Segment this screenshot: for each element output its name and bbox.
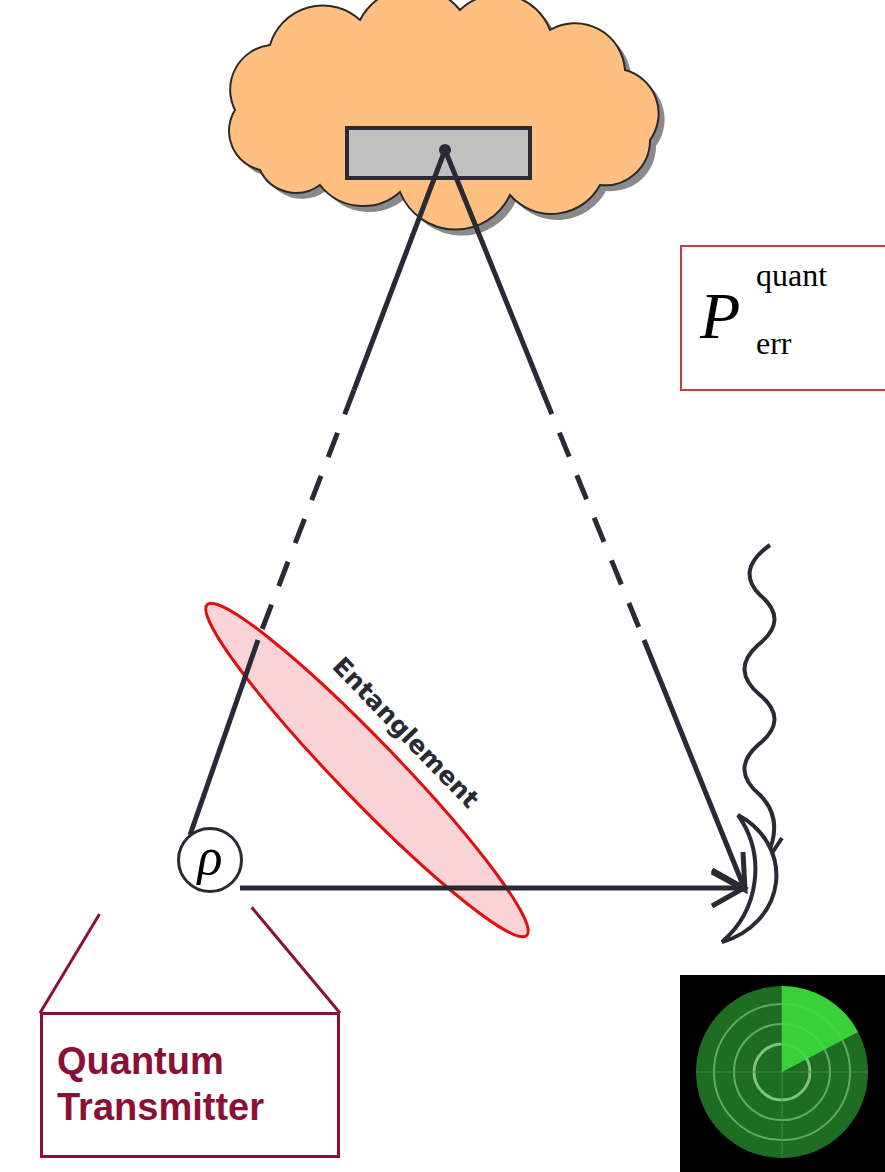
leader-line [252,907,340,1013]
detector [722,815,776,942]
cloud [229,0,659,230]
transmitter-box: Quantum Transmitter [40,1012,340,1158]
subscript: err [756,327,792,359]
radar-image [680,975,885,1172]
transmitter-label: Quantum Transmitter [57,1039,323,1130]
target-dot [439,144,451,156]
noise-wave [744,545,782,862]
error-probability-box: Pquant err [680,245,885,391]
symbol: P [700,283,740,349]
idler-arrow [240,870,744,906]
state-symbol: ρ [198,831,223,883]
entanglement-ellipse [186,584,549,957]
state-circle: ρ [177,827,243,893]
superscript: quant [756,259,827,291]
entanglement-label: Entanglement [328,652,483,812]
leader-line [40,914,99,1013]
